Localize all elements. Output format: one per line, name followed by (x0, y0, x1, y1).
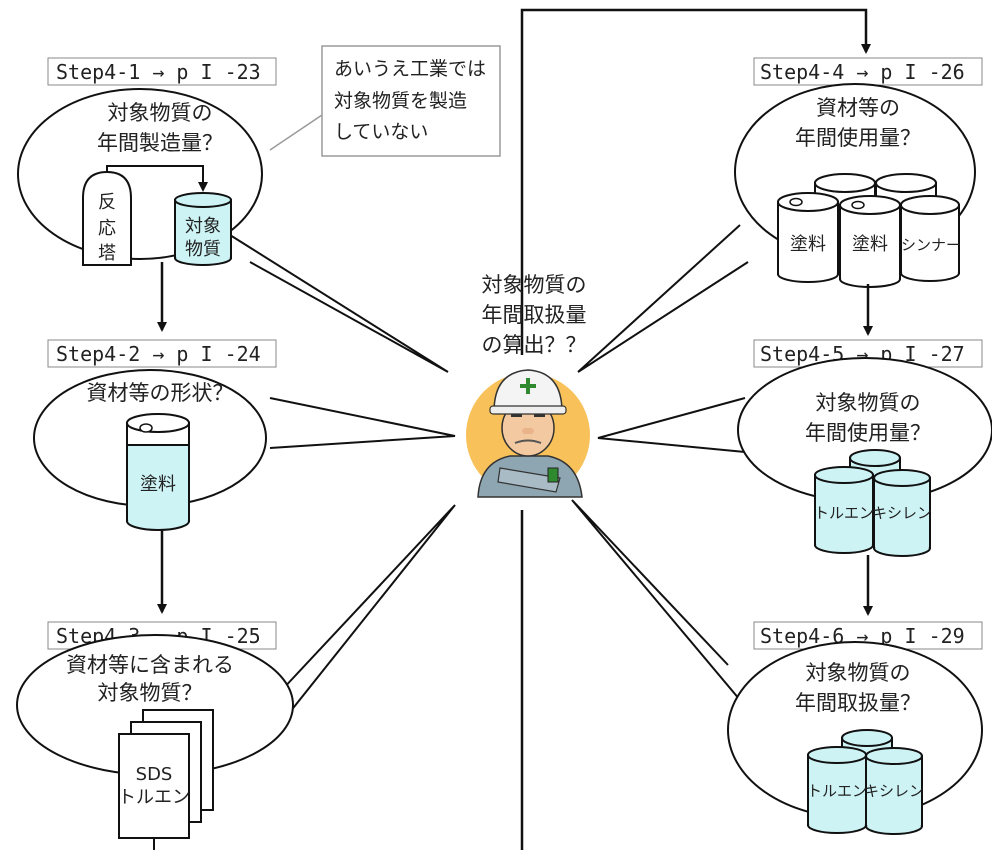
step-4-3-question-line1: 資材等に含まれる (66, 653, 234, 677)
step-4-2-header (47, 339, 277, 368)
reactor-tower-icon: 反 応 塔 (82, 170, 132, 266)
step-4-4-question-line2: 年間使用量？ (795, 126, 921, 150)
step-4-1-question-line2: 年間製造量？ (97, 131, 223, 155)
step-4-4-group: Step4-4 → p I -26 資材等の 年間使用量？ 塗料 (734, 57, 983, 336)
note-box (321, 45, 501, 157)
step-4-5-question-line1: 対象物質の (816, 391, 921, 415)
center-title-line1: 対象物質の (482, 273, 587, 297)
step-4-6-question-line2: 年間取扱量？ (795, 691, 921, 715)
svg-text:SDS: SDS (136, 764, 173, 785)
speech-tails (229, 224, 749, 713)
svg-text:対象: 対象 (185, 216, 221, 237)
step-4-5-group: Step4-5 → p I -27 対象物質の 年間使用量？ トルエン キシレン (737, 339, 992, 616)
step-4-1-question-line1: 対象物質の (108, 101, 213, 125)
step-4-5-question-line2: 年間使用量？ (805, 421, 931, 445)
svg-text:塗料: 塗料 (790, 233, 826, 255)
svg-text:物質: 物質 (185, 239, 221, 260)
worker-avatar (466, 369, 590, 498)
svg-text:塔: 塔 (98, 243, 116, 264)
step-4-4-label: Step4-4 → p I -26 (760, 60, 965, 84)
center-title: 対象物質の 年間取扱量 の算出？？ (482, 273, 587, 357)
svg-text:塗料: 塗料 (852, 233, 888, 255)
step-4-3-group: Step4-3 → p I -25 資材等に含まれる 対象物質？ SDS トルエ… (16, 621, 294, 850)
center-title-line2: 年間取扱量 (482, 303, 587, 327)
note-callout: あいうえ工業では 対象物質を製造 していない (269, 45, 501, 157)
svg-text:反: 反 (98, 192, 116, 213)
paint-can-icon: 塗料 (126, 413, 190, 531)
svg-text:塗料: 塗料 (140, 473, 176, 495)
step-4-2-group: Step4-2 → p I -24 資材等の形状？ 塗料 (33, 339, 277, 614)
svg-text:トルエン: トルエン (118, 787, 190, 808)
toluene-xylene-drums-icon: トルエン キシレン (814, 449, 932, 557)
step-4-1-header (47, 57, 277, 86)
product-drum-icon: 対象 物質 (174, 192, 232, 266)
center-title-line3: の算出？？ (482, 333, 587, 357)
svg-text:シンナー: シンナー (901, 236, 961, 254)
step-4-6-group: Step4-6 → p I -29 対象物質の 年間取扱量？ トルエン キシレン (727, 621, 983, 835)
note-line2: 対象物質を製造 (334, 90, 467, 112)
loop-connector-line (520, 8, 866, 850)
svg-text:トルエン: トルエン (814, 504, 874, 522)
step-4-2-label: Step4-2 → p I -24 (56, 342, 261, 366)
step-4-6-question-line1: 対象物質の (806, 661, 911, 685)
step-4-1-group: Step4-1 → p I -23 対象物質の 年間製造量？ 反 応 塔 対象 … (17, 57, 277, 332)
paint-drums-icon: 塗料 塗料 シンナー (777, 173, 961, 288)
step-4-2-question: 資材等の形状？ (87, 381, 234, 405)
note-line3: していない (334, 121, 428, 143)
step-4-4-header (753, 57, 983, 86)
step-4-3-question-line2: 対象物質？ (98, 681, 203, 705)
sds-document-icon: SDS トルエン (118, 709, 214, 839)
note-line1: あいうえ工業では (334, 58, 486, 80)
svg-text:キシレン: キシレン (872, 504, 932, 522)
reactor-flow-arrow (106, 165, 208, 192)
step-4-4-question-line1: 資材等の (816, 96, 900, 120)
step-4-1-label: Step4-1 → p I -23 (56, 60, 261, 84)
svg-text:応: 応 (98, 218, 116, 239)
step-4-6-header (753, 621, 983, 650)
svg-text:キシレン: キシレン (864, 782, 924, 800)
toluene-xylene-drums-icon-2: トルエン キシレン (807, 729, 924, 835)
svg-text:トルエン: トルエン (807, 782, 867, 800)
